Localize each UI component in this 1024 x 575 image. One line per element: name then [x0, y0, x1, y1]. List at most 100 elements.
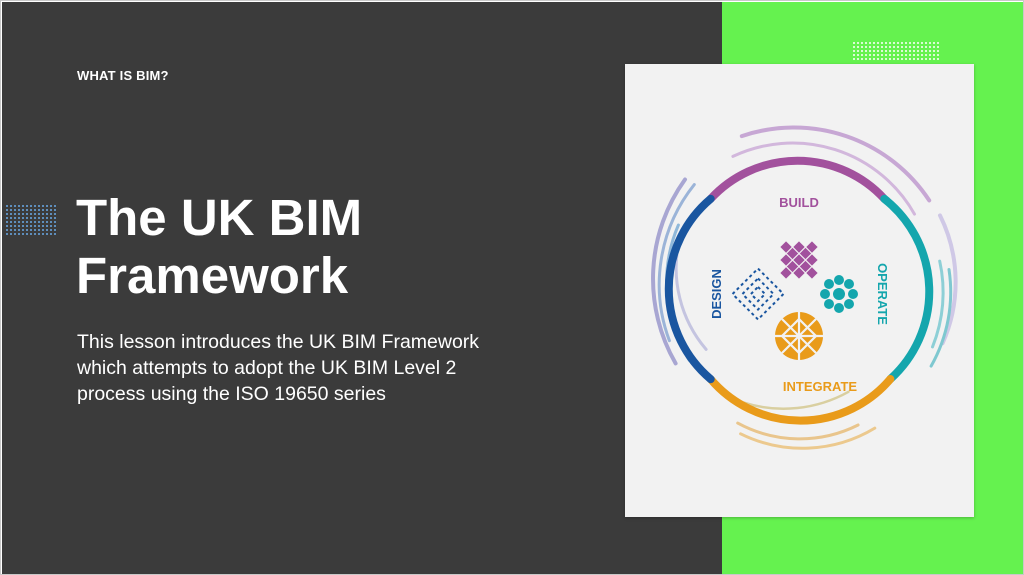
decor-dot [10, 217, 12, 219]
decor-dot [46, 209, 48, 211]
decor-dot [42, 213, 44, 215]
decor-dot [30, 205, 32, 207]
design-icon [731, 267, 785, 321]
uk-bim-framework-image: BUILD INTEGRATE OPERATE DESIGN [625, 64, 974, 517]
design-segment [664, 194, 715, 384]
decor-dot [921, 46, 923, 48]
decor-dot [22, 233, 24, 235]
build-icon-square [799, 260, 812, 273]
decor-dot [853, 58, 855, 60]
decor-dot [46, 225, 48, 227]
decor-dot [913, 54, 915, 56]
decor-dot [18, 229, 20, 231]
outer-arc-left [651, 177, 687, 366]
stage-label-design: DESIGN [709, 269, 724, 319]
decor-dot [26, 205, 28, 207]
decor-dot [933, 50, 935, 52]
decor-dot [18, 209, 20, 211]
decor-dot [889, 58, 891, 60]
decor-dot [921, 50, 923, 52]
decor-dot [877, 58, 879, 60]
decor-dot [897, 54, 899, 56]
subtitle-line-1: This lesson introduces the UK BIM Framew… [77, 331, 480, 353]
decor-dot [865, 50, 867, 52]
subtitle-line-2: which attempts to adopt the UK BIM Level… [77, 357, 457, 379]
decor-dot [46, 229, 48, 231]
integrate-segment [706, 375, 895, 425]
decor-dot [873, 58, 875, 60]
decor-dot [38, 209, 40, 211]
decor-dot [6, 217, 8, 219]
decor-dot [50, 213, 52, 215]
decor-dot [921, 54, 923, 56]
decor-dot [933, 54, 935, 56]
decor-dot [885, 42, 887, 44]
decor-dot [34, 217, 36, 219]
stage-label-operate: OPERATE [875, 263, 890, 325]
decor-dot [18, 205, 20, 207]
outer-arc-bottom-3 [742, 390, 850, 410]
decor-dot [46, 213, 48, 215]
build-icon [780, 241, 818, 279]
outer-arc-top-inner [731, 141, 916, 216]
outer-arc-bottom-2 [739, 426, 877, 450]
decor-dot [38, 205, 40, 207]
decor-dot [901, 54, 903, 56]
decor-dot [34, 209, 36, 211]
decor-dot [909, 54, 911, 56]
decor-dot [50, 217, 52, 219]
decor-dot [933, 46, 935, 48]
decor-dot [897, 42, 899, 44]
decor-dot [14, 217, 16, 219]
decor-dot [50, 229, 52, 231]
dot-grid-decoration-right [853, 42, 939, 60]
decor-dot [42, 205, 44, 207]
decor-dot [54, 213, 56, 215]
decor-dot [913, 58, 915, 60]
decor-dot [46, 205, 48, 207]
decor-dot [6, 209, 8, 211]
decor-dot [38, 233, 40, 235]
decor-dot [26, 233, 28, 235]
decor-dot [857, 42, 859, 44]
decor-dot [38, 213, 40, 215]
decor-dot [857, 50, 859, 52]
decor-dot [873, 46, 875, 48]
decor-dot [877, 42, 879, 44]
decor-dot [30, 209, 32, 211]
decor-dot [893, 50, 895, 52]
stage-label-integrate: INTEGRATE [783, 379, 857, 394]
decor-dot [905, 46, 907, 48]
outer-arc-left-2 [657, 183, 696, 343]
decor-dot [14, 221, 16, 223]
decor-dot [921, 42, 923, 44]
decor-dot [34, 229, 36, 231]
framework-diagram: BUILD INTEGRATE OPERATE DESIGN [651, 125, 958, 450]
decor-dot [10, 221, 12, 223]
decor-dot [54, 233, 56, 235]
decor-dot [913, 46, 915, 48]
decor-dot [857, 54, 859, 56]
decor-dot [34, 233, 36, 235]
decor-dot [38, 229, 40, 231]
decor-dot [14, 233, 16, 235]
decor-dot [22, 225, 24, 227]
decor-dot [937, 54, 939, 56]
decor-dot [30, 229, 32, 231]
decor-dot [42, 221, 44, 223]
decor-dot [869, 46, 871, 48]
decor-dot [861, 58, 863, 60]
decor-dot [885, 46, 887, 48]
subtitle-line-3: process using the ISO 19650 series [77, 383, 386, 405]
decor-dot [6, 221, 8, 223]
decor-dot [929, 50, 931, 52]
decor-dot [46, 217, 48, 219]
decor-dot [6, 229, 8, 231]
decor-dot [18, 225, 20, 227]
decor-dot [937, 46, 939, 48]
decor-dot [26, 221, 28, 223]
decor-dot [26, 209, 28, 211]
decor-dot [50, 205, 52, 207]
decor-dot [893, 46, 895, 48]
